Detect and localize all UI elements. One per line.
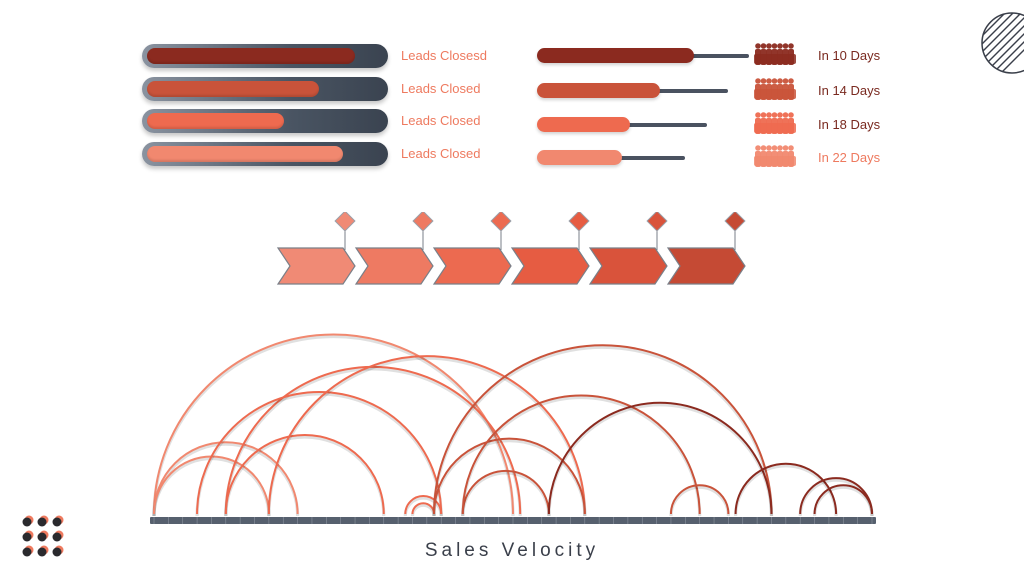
arc-shadow — [432, 439, 587, 517]
progress-track — [142, 142, 388, 166]
arc — [153, 441, 299, 515]
diamond-marker — [646, 212, 668, 232]
chevron-step — [432, 247, 512, 285]
arc — [461, 394, 701, 515]
progress-label: Leads Closed — [401, 113, 481, 128]
diamond-marker — [724, 212, 746, 232]
duration-label: In 18 Days — [818, 117, 881, 132]
arc — [153, 455, 270, 515]
dot — [37, 547, 47, 557]
chevron-step — [666, 247, 746, 285]
dot — [22, 532, 32, 542]
arc — [267, 355, 586, 515]
people-group-icon — [754, 43, 796, 65]
chevron-step — [276, 247, 356, 285]
duration-track — [560, 123, 707, 127]
arc-chart — [150, 333, 876, 524]
arc-shadow — [733, 464, 838, 517]
arc — [404, 495, 443, 515]
chevron-step — [510, 247, 590, 285]
chevron-step — [588, 247, 668, 285]
duration-label: In 10 Days — [818, 48, 881, 63]
duration-bar — [537, 48, 694, 63]
arc — [224, 365, 522, 515]
arc — [734, 462, 838, 515]
dot — [37, 517, 47, 527]
duration-bar — [537, 150, 622, 165]
progress-track — [142, 44, 388, 68]
progress-fill — [147, 113, 284, 129]
arc — [224, 434, 385, 515]
dot — [52, 517, 62, 527]
chevron-step — [354, 247, 434, 285]
arc-shadow — [195, 392, 443, 517]
arc — [433, 437, 586, 515]
dot — [22, 547, 32, 557]
arc — [669, 484, 730, 515]
people-group-icon — [754, 145, 796, 167]
dot — [37, 532, 47, 542]
progress-label: Leads Closed — [401, 81, 481, 96]
progress-fill — [147, 81, 319, 97]
duration-track — [560, 156, 685, 160]
arc — [196, 390, 443, 515]
arc-shadow — [432, 345, 774, 517]
duration-bar — [537, 83, 660, 98]
progress-track — [142, 77, 388, 101]
dot — [22, 517, 32, 527]
duration-label: In 22 Days — [818, 150, 881, 165]
duration-bar — [537, 117, 630, 132]
progress-label: Leads Closesd — [401, 48, 487, 63]
dot — [52, 547, 62, 557]
diamond-marker — [334, 212, 356, 232]
arc — [813, 484, 873, 515]
people-group-icon — [754, 112, 796, 134]
arc — [461, 470, 550, 515]
progress-label: Leads Closed — [401, 146, 481, 161]
arc — [433, 344, 773, 515]
chart-title: Sales Velocity — [424, 540, 600, 561]
dot-grid-decoration — [22, 515, 64, 557]
chevron-process — [276, 212, 746, 285]
arc-shadow — [461, 471, 551, 517]
dot — [52, 532, 62, 542]
people-group-icon — [754, 78, 796, 100]
progress-fill — [147, 146, 343, 162]
progress-track — [142, 109, 388, 133]
diamond-marker — [490, 212, 512, 232]
diamond-marker — [412, 212, 434, 232]
progress-fill — [147, 48, 355, 64]
duration-label: In 14 Days — [818, 83, 881, 98]
hatched-circle-decoration — [981, 12, 1024, 74]
arc — [547, 401, 773, 515]
arc — [153, 333, 514, 515]
diamond-marker — [568, 212, 590, 232]
